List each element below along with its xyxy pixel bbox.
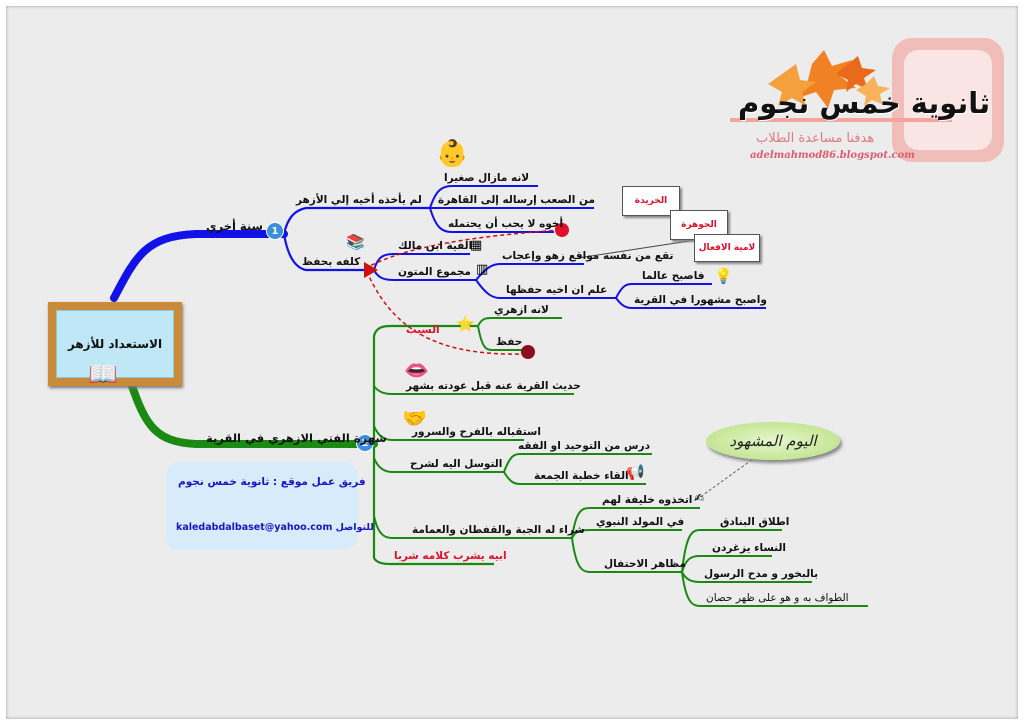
- celebration-child-2[interactable]: النساء يزغردن: [712, 542, 786, 555]
- branch2-label[interactable]: شهرة الفتي الازهري في القرية: [206, 432, 387, 445]
- branch2-last[interactable]: ابيه يشرب كلامه شربا: [394, 550, 507, 563]
- floating-topic-oval[interactable]: اليوم المشهود: [706, 422, 840, 460]
- callout-3: لامية الافعال: [694, 234, 760, 262]
- branch2-cause-label[interactable]: السبب: [406, 324, 440, 337]
- table-icon-2: ▥: [476, 262, 488, 278]
- branch1-sub2-child-1[interactable]: الفية ابن مالك: [398, 240, 472, 253]
- celebration-child-4[interactable]: الطواف به و هو على ظهر حصان: [706, 592, 849, 605]
- table-icon: ▦: [470, 238, 482, 254]
- handshake-icon: 🤝: [402, 410, 427, 426]
- team-info-box: فريق عمل موقع : ثانوية خمس نجوم للتواصل …: [166, 462, 358, 550]
- branch2-item-1[interactable]: حديث القرية عنه قبل عودته بشهر: [406, 380, 581, 393]
- branch1-sub1-child-1[interactable]: لانه مازال صغيرا: [444, 172, 529, 185]
- logo-title: ثانوية خمس نجوم: [738, 86, 990, 120]
- branch1-label[interactable]: سنة أخري: [206, 220, 263, 233]
- lightbulb-icon: 💡: [714, 268, 733, 284]
- branch1-learn-child-2[interactable]: واصبح مشهورا في القرية: [634, 294, 767, 307]
- celebration-child-3[interactable]: بالبخور و مدح الرسول: [704, 568, 818, 581]
- team-line-2[interactable]: للتواصل kaledabdalbaset@yahoo.com: [176, 522, 374, 533]
- logo-url[interactable]: adelmahmod86.blogspot.com: [750, 150, 915, 161]
- branch1-sub1-child-3[interactable]: أخوه لا يحب أن يحتمله: [448, 218, 563, 231]
- branch2-cause-child-1[interactable]: لانه ازهري: [494, 304, 549, 317]
- branch1-number-badge: 1: [266, 222, 284, 240]
- branch1-fork: [284, 208, 430, 234]
- celebration-child-1[interactable]: اطلاق البنادق: [720, 516, 789, 529]
- branch1-sub1-label[interactable]: لم يأخذه أخيه إلي الأزهر: [296, 194, 422, 207]
- lips-icon: 👄: [404, 362, 429, 378]
- star-icon: ⭐: [456, 316, 475, 332]
- branch1-sub2-child-2[interactable]: مجموع المتون: [398, 266, 471, 279]
- megaphone-icon: 📢: [626, 464, 645, 480]
- branch1-learn-label[interactable]: علم ان اخيه حفظها: [506, 284, 607, 297]
- branch2-cause-child-2[interactable]: حفظ: [496, 336, 522, 349]
- branch2-ask-child-2[interactable]: القاء خطبة الجمعة: [534, 470, 629, 483]
- branch1-sub1-child-2[interactable]: من الصعب إرساله إلى القاهرة: [438, 194, 595, 207]
- baby-icon: 👶: [436, 146, 468, 162]
- team-line-1: فريق عمل موقع : ثانوية خمس نجوم: [178, 476, 366, 488]
- open-book-icon: 📖: [88, 366, 118, 382]
- branch1-learn-child-1[interactable]: فاصبح عالما: [642, 270, 705, 283]
- branch2-item-2[interactable]: استقباله بالفرح والسرور: [412, 426, 541, 439]
- branch1-effect[interactable]: تقع من نفسه مواقع زهو وإعجاب: [502, 250, 673, 263]
- branch2-celebration-label[interactable]: مظاهر الاحتفال: [604, 558, 686, 571]
- books-icon: 📚: [346, 234, 365, 250]
- branch2-buy-child-1[interactable]: اتخذوه خليفة لهم: [602, 494, 692, 507]
- hand-icon: ✍: [694, 490, 704, 506]
- branch2-ask-child-1[interactable]: درس من التوحيد او الفقه: [518, 440, 650, 453]
- branch2-ask-label[interactable]: التوسل اليه لشرح: [410, 458, 502, 471]
- branch2-buy-label[interactable]: شراء له الجبة والقفطان والعمامة: [412, 524, 585, 537]
- branch2-buy-child-2[interactable]: في المولد النبوي: [596, 516, 684, 529]
- branch1-sub2-label[interactable]: كلفه بحفظ: [302, 256, 360, 269]
- branch1-main-line: [114, 234, 284, 298]
- mindmap-canvas: ثانوية خمس نجوم هدفنا مساعدة الطلاب adel…: [6, 6, 1018, 719]
- logo-subtitle: هدفنا مساعدة الطلاب: [756, 131, 874, 146]
